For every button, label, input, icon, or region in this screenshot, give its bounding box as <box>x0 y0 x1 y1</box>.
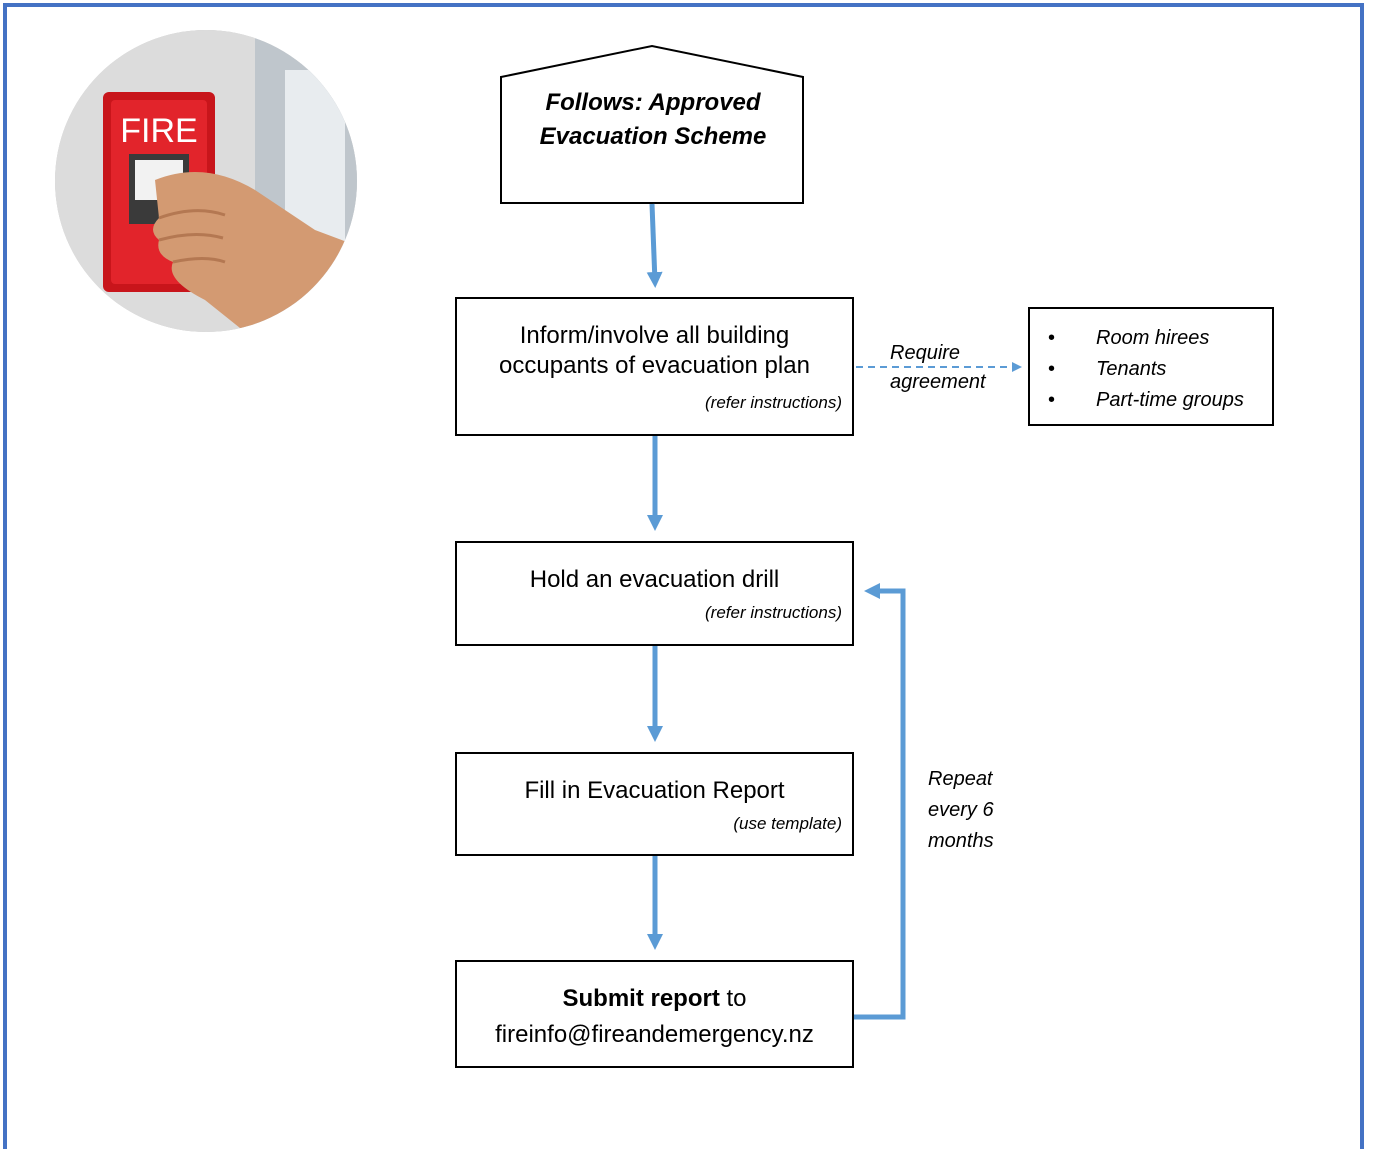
step-inform-note: (refer instructions) <box>705 393 842 412</box>
step-drill-box: Hold an evacuation drill (refer instruct… <box>455 541 854 646</box>
step-report-note: (use template) <box>733 814 842 833</box>
occupant-list-item: •Tenants <box>1048 354 1244 385</box>
repeat-line-2: every 6 <box>928 799 994 821</box>
arrow-start-to-inform <box>646 203 663 288</box>
step-drill-note: (refer instructions) <box>705 603 842 622</box>
occupant-list-box: •Room hirees •Tenants •Part-time groups <box>1028 307 1274 426</box>
step-drill-line-1: Hold an evacuation drill <box>529 566 780 593</box>
occupant-list-item: •Room hirees <box>1048 323 1244 354</box>
step-report-box: Fill in Evacuation Report (use template) <box>455 752 854 856</box>
fire-alarm-photo: FIRE <box>55 30 357 332</box>
repeat-line-1: Repeat <box>928 768 993 790</box>
repeat-label: Repeat every 6 months <box>928 764 994 857</box>
occupant-list: •Room hirees •Tenants •Part-time groups <box>1048 323 1244 416</box>
step-submit-bold: Submit report <box>562 985 720 1012</box>
require-agreement-label: Require agreement <box>890 339 986 397</box>
step-submit-line-1: Submit report to <box>457 984 852 1014</box>
start-line-2: Evacuation Scheme <box>539 123 767 150</box>
svg-text:FIRE: FIRE <box>120 112 197 150</box>
repeat-line-3: months <box>928 830 994 852</box>
step-submit-rest: to <box>719 985 747 1012</box>
step-submit-box: Submit report to fireinfo@fireandemergen… <box>455 960 854 1068</box>
step-submit-email: fireinfo@fireandemergency.nz <box>495 1021 814 1048</box>
start-label: Follows: Approved Evacuation Scheme <box>503 86 803 154</box>
start-shape <box>500 44 804 204</box>
fire-alarm-illustration: FIRE <box>55 30 357 332</box>
step-inform-box: Inform/involve all building occupants of… <box>455 297 854 436</box>
bullet-icon: • <box>1048 358 1056 380</box>
bullet-icon: • <box>1048 389 1056 411</box>
page-frame <box>3 3 1364 1149</box>
require-line-1: Require <box>890 342 961 364</box>
occupant-list-item: •Part-time groups <box>1048 385 1244 416</box>
start-line-1: Follows: Approved <box>545 89 761 116</box>
arrow-repeat-loop <box>854 583 906 1020</box>
step-inform-line-2: occupants of evacuation plan <box>499 352 810 379</box>
step-inform-line-1: Inform/involve all building <box>519 322 790 349</box>
bullet-icon: • <box>1048 327 1056 349</box>
step-report-line-1: Fill in Evacuation Report <box>524 777 785 804</box>
require-line-2: agreement <box>890 371 986 393</box>
